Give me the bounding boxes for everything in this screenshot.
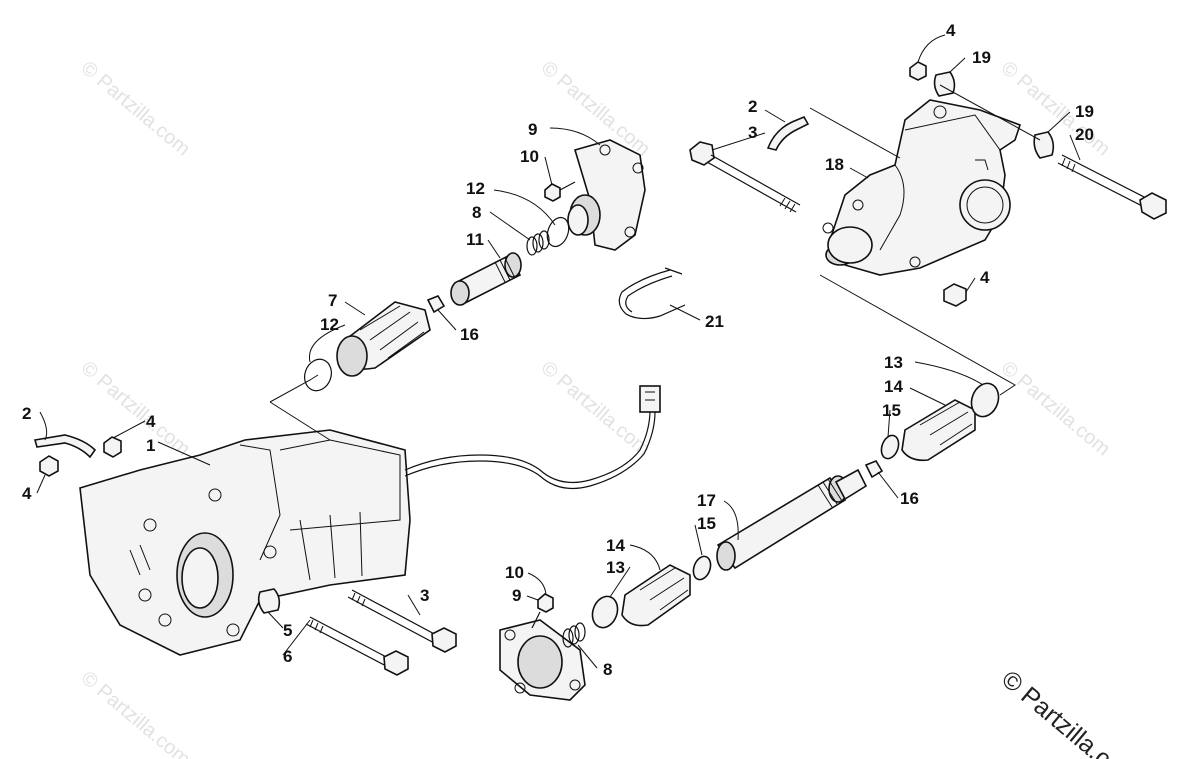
callout-14: 14	[606, 536, 625, 555]
callout-15: 15	[697, 514, 716, 533]
boot-upper	[901, 399, 976, 462]
callout-13: 13	[606, 558, 625, 577]
leader-lines	[36, 34, 1081, 669]
long-bolt-right	[1057, 154, 1167, 220]
callout-11: 11	[466, 230, 484, 249]
vent-hose-left	[33, 434, 97, 459]
front-gearcase	[79, 429, 411, 656]
callout-12: 12	[320, 315, 339, 334]
small-bolt-top	[544, 181, 576, 202]
watermark: © Partzilla.com	[77, 667, 194, 759]
watermark: © Partzilla.com	[997, 357, 1114, 460]
callout-8: 8	[472, 203, 481, 222]
o-ring-left	[304, 358, 332, 392]
corner-watermark: © Partzilla.com	[996, 665, 1143, 759]
callout-9: 9	[528, 120, 537, 139]
clamp-small-upper	[880, 434, 900, 460]
callout-4: 4	[946, 21, 956, 40]
callout-7: 7	[328, 291, 337, 310]
callout-8: 8	[603, 660, 612, 679]
bushing-left	[257, 588, 281, 614]
watermark: © Partzilla.com	[77, 57, 194, 160]
callout-16: 16	[460, 325, 479, 344]
callout-2: 2	[22, 404, 31, 423]
nut-top	[909, 61, 927, 81]
clamp-lower	[591, 595, 619, 629]
callout-13: 13	[884, 353, 903, 372]
long-bolt-top	[689, 141, 801, 213]
callout-19: 19	[1075, 102, 1094, 121]
boot-lower	[621, 564, 691, 627]
output-housing-lower	[499, 619, 586, 701]
clamp-upper	[970, 382, 1000, 418]
callout-10: 10	[520, 147, 539, 166]
watermark: © Partzilla.com	[537, 357, 654, 460]
callout-3: 3	[420, 586, 429, 605]
callout-16: 16	[900, 489, 919, 508]
output-housing-top	[567, 139, 646, 251]
callout-20: 20	[1075, 125, 1094, 144]
watermark: © Partzilla.com	[77, 357, 194, 460]
spring-top	[526, 230, 550, 256]
bushing-right	[1033, 131, 1055, 159]
callout-14: 14	[884, 377, 903, 396]
o-ring-top	[546, 216, 570, 248]
nut-lower-right	[943, 283, 967, 307]
callout-12: 12	[466, 179, 485, 198]
callout-1: 1	[146, 436, 155, 455]
plug-lower	[864, 460, 884, 479]
nut-left-lower	[39, 455, 59, 477]
callout-19: 19	[972, 48, 991, 67]
callout-21: 21	[705, 312, 724, 331]
drive-shaft	[716, 468, 868, 571]
bushing-top	[933, 71, 956, 97]
nut-left-upper	[103, 436, 122, 458]
callout-4: 4	[146, 412, 156, 431]
stub-shaft	[450, 252, 522, 306]
small-bolt-lower	[531, 593, 554, 629]
callout-3: 3	[748, 123, 757, 142]
callout-2: 2	[748, 97, 757, 116]
clamp-small-lower	[692, 555, 712, 581]
spring-lower	[562, 622, 586, 648]
callout-10: 10	[505, 563, 524, 582]
callout-6: 6	[283, 647, 292, 666]
boot-top	[336, 301, 431, 377]
clamp-band	[618, 269, 686, 320]
callouts: 4 19 2 3 19 20 18 4 9 10 12 8 11 7 12 16…	[22, 21, 1094, 679]
vent-hose-top	[766, 115, 810, 151]
long-bolt-bottom	[305, 616, 409, 676]
reference-lines	[269, 84, 1041, 441]
callout-4: 4	[22, 484, 32, 503]
callout-9: 9	[512, 586, 521, 605]
callout-4: 4	[980, 268, 990, 287]
callout-17: 17	[697, 491, 716, 510]
plug-top	[426, 295, 446, 314]
long-bolt-lower	[347, 589, 457, 653]
rear-gearcase	[822, 99, 1022, 276]
watermark: © Partzilla.com	[997, 57, 1114, 160]
callout-15: 15	[882, 401, 901, 420]
callout-18: 18	[825, 155, 844, 174]
wire-harness	[404, 385, 661, 489]
callout-5: 5	[283, 621, 292, 640]
